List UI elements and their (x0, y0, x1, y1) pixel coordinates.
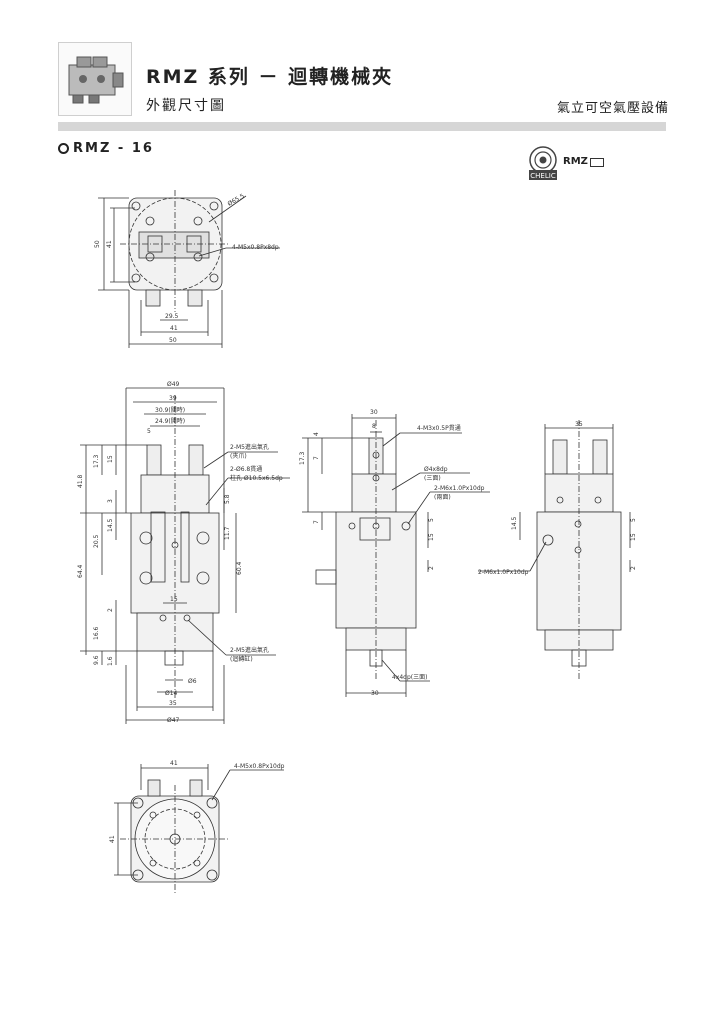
chelic-seal-icon: CHELIC (529, 146, 557, 180)
note-front-port-jaw-2: (夾爪) (230, 453, 247, 460)
dim-front-117: 11.7 (224, 526, 231, 540)
dim-front-96: 9.6 (93, 655, 100, 665)
dim-front-dia14: Ø14 (165, 690, 178, 697)
note-bottom-thread: 4-M5x0.8Px10dp (234, 763, 285, 770)
note-side-m3: 4-M3x0.5P貫通 (417, 424, 461, 432)
note-front-through: 2-Ø6.8貫通 (230, 465, 262, 473)
dim-side-5: 5 (428, 518, 435, 522)
front-view (80, 387, 290, 724)
page-title: RMZ 系列 － 迴轉機械夾 (146, 66, 394, 88)
note-front-port-jaw: 2-M5進出氣孔 (230, 443, 269, 451)
dim-side-7a: 7 (313, 456, 320, 460)
dim-side-30bot: 30 (371, 690, 379, 697)
dim-front-39: 39 (169, 395, 177, 402)
dim-top-295: 29.5 (165, 313, 179, 320)
dim-front-open: 24.9(開時) (155, 417, 185, 425)
badge-label: RMZ (563, 156, 588, 167)
dim-right-145: 14.5 (511, 516, 518, 530)
note-right-m6: 2-M6x1.0Px10dp (478, 569, 529, 576)
dim-top-dia: Ø65.5 (227, 193, 246, 208)
dim-front-145: 14.5 (107, 518, 114, 532)
dim-front-dia6: Ø6 (188, 678, 197, 685)
page-subtitle: 外觀尺寸圖 (146, 98, 226, 114)
right-view (478, 420, 631, 680)
dim-top-41h: 41 (106, 240, 113, 248)
dim-right-15: 15 (630, 533, 637, 541)
dim-top-50h: 50 (94, 240, 101, 248)
dim-front-166: 16.6 (93, 626, 100, 640)
dim-front-15b: 15 (170, 596, 178, 603)
note-front-port-rot-2: (迴轉缸) (230, 655, 253, 663)
model-text: RMZ - 16 (73, 141, 154, 156)
dim-side-8: 8 (372, 423, 376, 430)
dim-right-5: 5 (630, 518, 637, 522)
dim-bottom-41w: 41 (170, 760, 178, 767)
side-view (302, 414, 490, 697)
dim-right-2: 2 (630, 566, 637, 570)
dim-side-4: 4 (313, 432, 320, 436)
dim-front-3: 3 (107, 499, 114, 503)
dim-side-173: 17.3 (299, 451, 306, 465)
bottom-view (114, 764, 284, 895)
dim-top-50w: 50 (169, 337, 177, 344)
note-front-port-rot: 2-M5進出氣孔 (230, 646, 269, 654)
dim-right-35: 35 (575, 421, 583, 428)
dim-front-dia49: Ø49 (167, 381, 180, 388)
bullet-circle-icon (58, 143, 69, 154)
note-side-pin: Ø4x8dp (424, 466, 448, 473)
dim-front-205: 20.5 (93, 534, 100, 548)
dim-front-35: 35 (169, 700, 177, 707)
note-side-m6-faces: (兩面) (434, 494, 451, 501)
dim-front-2: 2 (107, 608, 114, 612)
header-divider (58, 122, 666, 131)
dim-side-15: 15 (428, 533, 435, 541)
model-label: RMZ - 16 (58, 141, 154, 156)
brand-name: 氣立可空氣壓設備 (556, 101, 669, 116)
note-side-4x4: 4x4dp(三面) (392, 674, 428, 681)
dim-front-173: 17.3 (93, 454, 100, 468)
note-side-pin-faces: (三面) (424, 475, 441, 482)
badge-box (590, 158, 604, 167)
dim-side-7b: 7 (313, 520, 320, 524)
dim-front-418: 41.8 (77, 474, 84, 488)
dim-bottom-41h: 41 (109, 835, 116, 843)
product-thumbnail (58, 42, 132, 116)
dim-front-58: 5.8 (224, 494, 231, 504)
dim-side-2: 2 (428, 566, 435, 570)
top-view (98, 190, 280, 348)
badge-seal-text: CHELIC (530, 172, 556, 180)
note-side-m6: 2-M6x1.0Px10dp (434, 485, 485, 492)
dim-front-closed: 30.9(關時) (155, 406, 185, 414)
dim-front-644: 64.4 (77, 564, 84, 578)
product-photo-icon (68, 56, 124, 104)
dim-front-604: 60.4 (236, 561, 243, 575)
dim-front-16: 1.6 (107, 656, 114, 666)
note-top-thread: 4-M5x0.8Px8dp (232, 244, 279, 251)
dim-front-5: 5 (147, 428, 151, 435)
dim-front-15a: 15 (107, 455, 114, 463)
note-front-counterbore: 柱孔 Ø10.5x6.5dp (230, 474, 283, 482)
dim-front-dia47: Ø47 (167, 717, 180, 724)
dim-side-30top: 30 (370, 409, 378, 416)
dim-top-41w: 41 (170, 325, 178, 332)
